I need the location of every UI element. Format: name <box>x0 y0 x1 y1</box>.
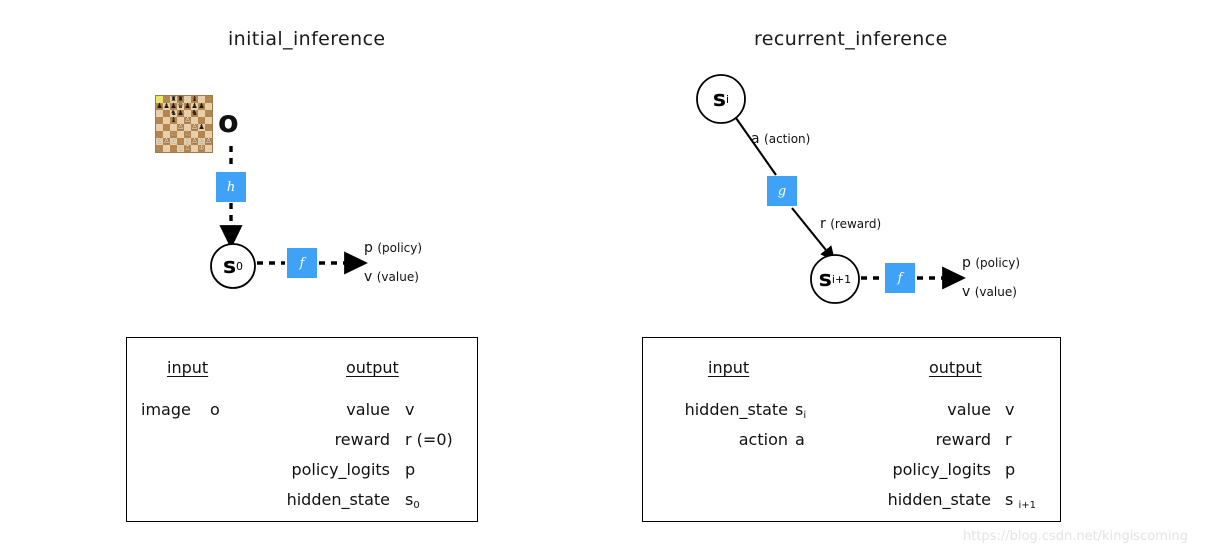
table-row: policy_logits <box>892 460 991 479</box>
table-header-output-right: output <box>929 358 982 377</box>
panel-title-recurrent-inference: recurrent_inference <box>754 28 948 50</box>
function-box-g[interactable]: g <box>767 176 797 206</box>
head-box-f-right[interactable]: f <box>885 263 915 293</box>
table-header-output-left: output <box>346 358 399 377</box>
edge-label-action: a (action) <box>751 131 811 147</box>
table-row: v <box>1005 400 1015 419</box>
table-row: r (=0) <box>405 430 453 449</box>
spec-table-recurrent: input output hidden_state si action a va… <box>642 337 1061 522</box>
table-row: reward <box>334 430 390 449</box>
head-box-f-left[interactable]: f <box>287 248 317 278</box>
table-header-input-right: input <box>708 358 750 377</box>
watermark: https://blog.csdn.net/kingiscoming <box>963 529 1188 544</box>
observation-label: o <box>218 105 239 140</box>
output-policy-left: p (policy) <box>364 240 423 256</box>
output-value-left: v (value) <box>364 269 419 285</box>
function-box-h[interactable]: h <box>216 172 246 202</box>
table-row: image <box>141 400 191 419</box>
table-row: p <box>1005 460 1016 479</box>
output-policy-right: p (policy) <box>962 255 1021 271</box>
edge-label-reward: r (reward) <box>820 216 882 232</box>
table-row: hidden_state <box>286 490 390 509</box>
table-row: s0 <box>405 490 420 511</box>
table-row: hidden_state <box>887 490 991 509</box>
output-value-right: v (value) <box>962 284 1017 300</box>
spec-table-initial: input output image o value v reward r (=… <box>126 337 478 522</box>
table-row: value <box>947 400 991 419</box>
chess-board-thumbnail: ♜♜ ♝ ♟♟ ♟♛ ♟♟ ♟ ♞♟ ♞ ♝ ♙ ♙ ♙ ♟ ♘ ♘ ♙♙ ♙ … <box>155 95 213 153</box>
table-row: r <box>1005 430 1012 449</box>
table-row: a <box>795 430 805 449</box>
table-row: v <box>405 400 415 419</box>
table-header-input-left: input <box>167 358 209 377</box>
table-row: hidden_state <box>684 400 788 419</box>
table-row: action <box>738 430 788 449</box>
table-row: p <box>405 460 416 479</box>
table-row: s i+1 <box>1005 490 1036 511</box>
table-row: si <box>795 400 807 421</box>
table-row: reward <box>935 430 991 449</box>
table-row: o <box>210 400 220 419</box>
table-row: policy_logits <box>291 460 390 479</box>
panel-title-initial-inference: initial_inference <box>228 28 386 50</box>
table-row: value <box>346 400 390 419</box>
